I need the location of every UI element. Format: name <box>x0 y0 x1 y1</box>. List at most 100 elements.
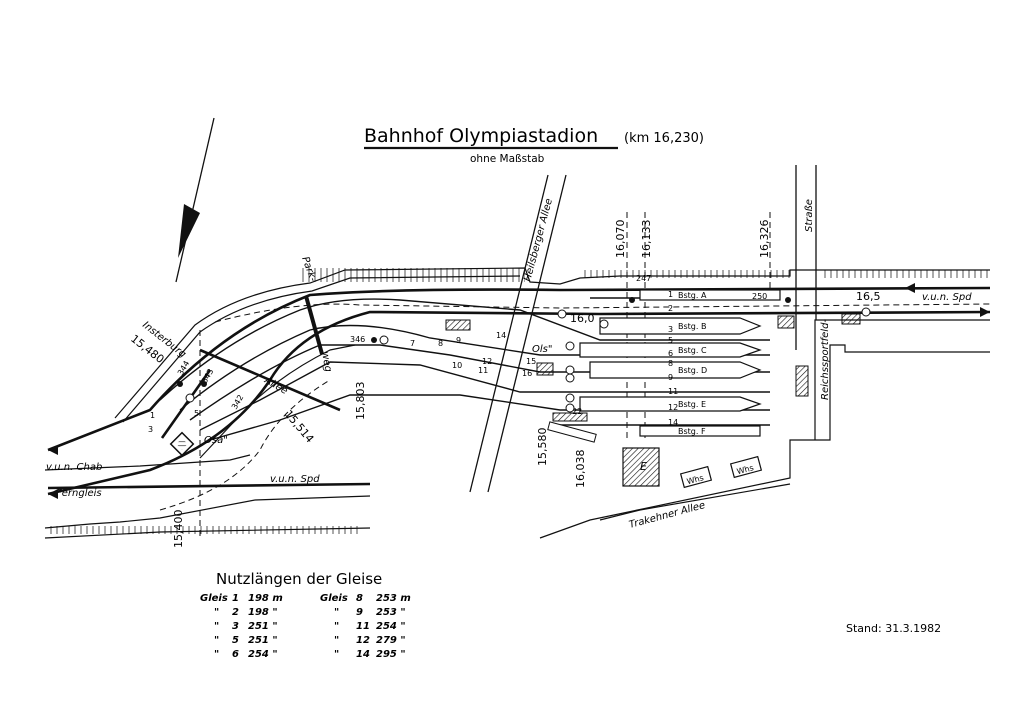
hut-2 <box>777 315 795 329</box>
svg-text:254 ": 254 " <box>248 649 278 660</box>
svg-text:15,803: 15,803 <box>354 382 367 421</box>
switch-numbers: 1 3 5 7 8 9 10 11 12 14 15 16 22 <box>148 331 582 434</box>
svg-text:8: 8 <box>438 339 443 348</box>
signal-dots <box>177 297 791 387</box>
embankment-hatch-bottom <box>50 526 360 534</box>
svg-text:9: 9 <box>456 336 461 345</box>
svg-text:12: 12 <box>356 635 370 646</box>
svg-text:weg: weg <box>319 351 333 373</box>
hut-6 <box>795 365 809 397</box>
svg-text:250: 250 <box>752 292 767 301</box>
signal-box-osa <box>169 431 195 457</box>
svg-text:1: 1 <box>668 290 673 299</box>
table-row: Gleis 8 253 m <box>320 593 411 604</box>
svg-text:Trakehner Allee: Trakehner Allee <box>628 500 707 531</box>
platform-a <box>639 289 781 301</box>
crossing-track <box>160 348 341 439</box>
svg-text:": " <box>334 649 339 660</box>
signal-box-ols <box>536 362 554 376</box>
building-e-label: E <box>640 460 647 473</box>
svg-text:Bstg. B: Bstg. B <box>678 322 706 331</box>
table-row: " 2 198 " <box>214 607 278 618</box>
svg-text:15,400: 15,400 <box>172 510 185 549</box>
table-row: " 14 295 " <box>334 649 406 660</box>
arrow-left-icon <box>48 445 58 455</box>
svg-text:v.u.n. Spd: v.u.n. Spd <box>270 474 320 485</box>
svg-text:": " <box>214 621 219 632</box>
table-heading: Nutzlängen der Gleise <box>216 570 382 588</box>
svg-text:": " <box>334 635 339 646</box>
svg-text:": " <box>214 649 219 660</box>
platform-b <box>599 317 762 335</box>
platforms <box>579 289 781 437</box>
svg-text:3: 3 <box>668 325 673 334</box>
svg-text:15,580: 15,580 <box>536 428 549 467</box>
dashed-lines <box>159 212 991 540</box>
svg-text:15: 15 <box>526 357 536 366</box>
svg-text:10: 10 <box>452 361 462 370</box>
svg-text:Gleis: Gleis <box>320 593 348 604</box>
svg-text:8: 8 <box>356 593 363 604</box>
svg-text:8: 8 <box>668 359 673 368</box>
svg-text:198 m: 198 m <box>248 593 283 604</box>
platform-c <box>579 342 762 358</box>
hut-4 <box>552 412 588 422</box>
svg-text:": " <box>334 607 339 618</box>
arrow-left-icon <box>48 489 58 499</box>
hut-5 <box>547 421 597 443</box>
svg-text:Bstg. C: Bstg. C <box>678 346 707 355</box>
svg-text:12: 12 <box>482 357 492 366</box>
svg-text:Bstg. F: Bstg. F <box>678 427 706 436</box>
svg-text:16,326: 16,326 <box>758 220 771 259</box>
road-strasse <box>795 165 817 350</box>
svg-text:14: 14 <box>496 331 506 340</box>
svg-text:Reichssportfeld-: Reichssportfeld- <box>820 319 831 400</box>
svg-text:9: 9 <box>356 607 363 618</box>
svg-text:14: 14 <box>668 418 678 427</box>
svg-text:12: 12 <box>668 403 678 412</box>
svg-text:v.u.n. Spd: v.u.n. Spd <box>922 292 972 303</box>
length-table-left: Gleis 1 198 m " 2 198 " " 3 251 " " 5 25… <box>200 593 283 660</box>
table-row: " 5 251 " <box>214 635 278 646</box>
svg-text:253 ": 253 " <box>376 607 406 618</box>
north-arrow-icon <box>175 117 215 283</box>
km-16-5: 16,5 <box>856 290 881 303</box>
svg-text:Gleis: Gleis <box>200 593 228 604</box>
building-whs-2-label: Whs <box>736 463 755 476</box>
road-heilsberger-allee <box>469 174 567 493</box>
platform-d <box>589 361 762 379</box>
svg-text:Allee: Allee <box>262 375 290 397</box>
svg-text:3: 3 <box>232 621 239 632</box>
platform-e <box>579 396 762 412</box>
svg-text:251 ": 251 " <box>248 635 278 646</box>
svg-text:16: 16 <box>522 369 532 378</box>
platform-labels: Bstg. A Bstg. B Bstg. C Bstg. D Bstg. E … <box>678 291 707 436</box>
direction-labels: v.u.n. Chab v.u.n. Spd v.u.n. Spd Ferngl… <box>46 292 972 499</box>
km-16-0: 16,0 <box>570 312 595 325</box>
hut-1 <box>445 319 471 331</box>
svg-text:3: 3 <box>148 425 153 434</box>
svg-text:5: 5 <box>232 635 239 646</box>
building-whs-1 <box>679 465 713 489</box>
plan-title-km: (km 16,230) <box>624 131 704 146</box>
svg-text:11: 11 <box>356 621 370 632</box>
signal-markers <box>185 307 871 413</box>
direction-arrows <box>48 283 990 499</box>
arrow-right-icon <box>980 307 990 317</box>
svg-text:253 m: 253 m <box>376 593 411 604</box>
stand-date: Stand: 31.3.1982 <box>846 622 941 635</box>
embankment-hatch-right <box>820 270 990 278</box>
svg-text:2: 2 <box>232 607 239 618</box>
table-row: " 6 254 " <box>214 649 278 660</box>
plan-subtitle: ohne Maßstab <box>470 153 545 165</box>
svg-text:11: 11 <box>668 387 678 396</box>
svg-text:254 ": 254 " <box>376 621 406 632</box>
length-table-right: Gleis 8 253 m " 9 253 " " 11 254 " " 12 … <box>320 593 411 660</box>
building-whs-1-label: Whs <box>686 473 705 486</box>
table-row: " 12 279 " <box>334 635 406 646</box>
svg-text:Bstg. E: Bstg. E <box>678 400 706 409</box>
svg-text:251 ": 251 " <box>248 621 278 632</box>
svg-text:16,038: 16,038 <box>574 450 587 489</box>
table-row: " 11 254 " <box>334 621 406 632</box>
